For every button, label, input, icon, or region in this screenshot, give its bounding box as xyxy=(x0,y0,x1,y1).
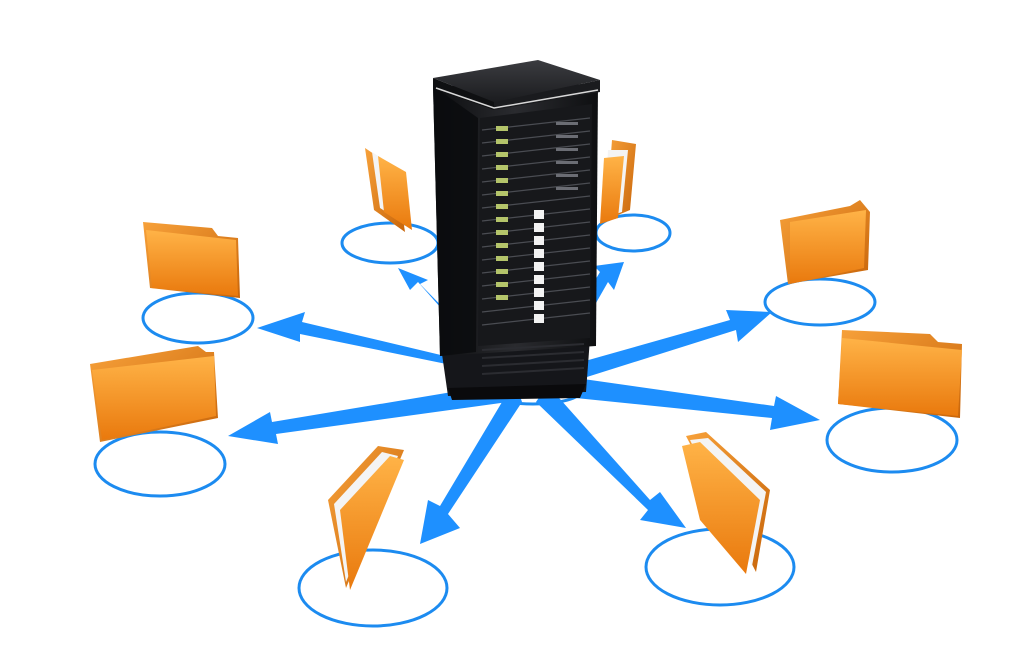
folder-icon xyxy=(90,346,218,442)
arrow-icon xyxy=(420,392,522,544)
folder-icon xyxy=(328,446,404,590)
folder-icon xyxy=(682,432,770,574)
folder-icon xyxy=(365,148,412,232)
folder-icon xyxy=(780,200,870,284)
arrow-icon xyxy=(536,390,686,528)
folder-icon xyxy=(143,222,240,298)
ring-icon xyxy=(340,221,440,265)
ring-icon xyxy=(141,291,255,345)
arrow-icon xyxy=(546,310,772,388)
server-icon xyxy=(433,60,600,400)
folder-icon xyxy=(600,140,636,224)
server-status-lights xyxy=(496,126,508,300)
server-drive-bays xyxy=(534,210,544,323)
ring-icon xyxy=(825,406,959,474)
ring-icon xyxy=(297,548,449,628)
folders xyxy=(90,140,962,590)
ring-icon xyxy=(763,277,877,327)
ring-icon xyxy=(93,430,227,498)
folder-icon xyxy=(838,330,962,418)
arrow-icon xyxy=(257,312,512,385)
arrow-icon xyxy=(556,376,820,430)
arrow-icon xyxy=(228,384,508,444)
